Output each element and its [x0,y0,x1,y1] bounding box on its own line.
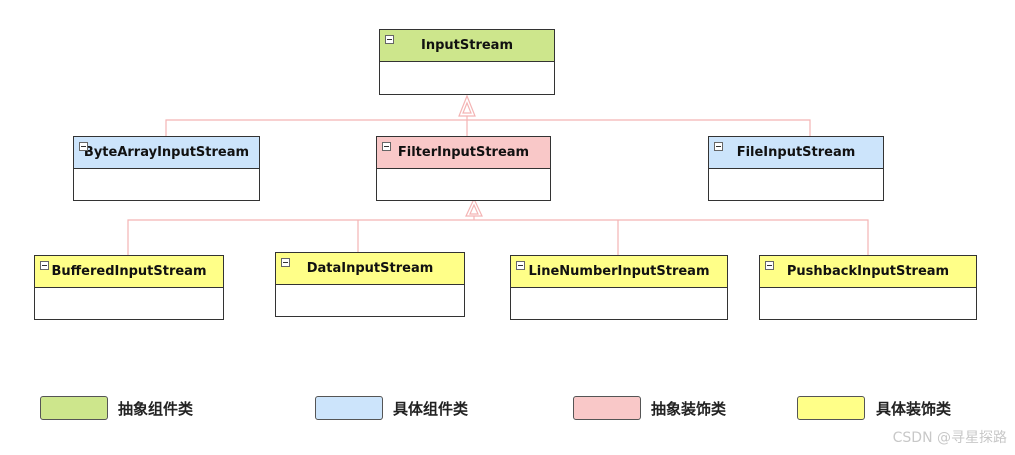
class-header: FileInputStream [709,137,883,169]
collapse-icon[interactable] [516,261,525,270]
class-header: LineNumberInputStream [511,256,727,288]
level1-bus-line [165,119,811,136]
class-box-inputstream[interactable]: InputStream [379,29,555,95]
class-box-filterinputstream[interactable]: FilterInputStream [376,136,551,201]
class-name: InputStream [421,38,513,53]
legend-label-concrete-component: 具体组件类 [393,400,469,418]
class-box-bytearrayinputstream[interactable]: ByteArrayInputStream [73,136,260,201]
class-box-bufferedinputstream[interactable]: BufferedInputStream [34,255,224,320]
legend-label-abstract-decorator: 抽象装饰类 [651,400,727,418]
class-name: DataInputStream [306,261,434,276]
legend-swatch-concrete-decorator [797,396,865,420]
legend-label-concrete-decorator: 具体装饰类 [876,400,952,418]
class-name: FileInputStream [736,145,856,160]
class-box-fileinputstream[interactable]: FileInputStream [708,136,884,201]
inheritance-arrow-mid-inner-icon [469,203,479,215]
class-box-linenumberinputstream[interactable]: LineNumberInputStream [510,255,728,320]
class-name: ByteArrayInputStream [83,145,250,160]
class-header: FilterInputStream [377,137,550,169]
collapse-icon[interactable] [765,261,774,270]
legend-swatch-abstract-component [40,396,108,420]
collapse-icon[interactable] [382,142,391,151]
collapse-icon[interactable] [714,142,723,151]
class-box-pushbackinputstream[interactable]: PushbackInputStream [759,255,977,320]
inheritance-arrow-top-inner-icon [462,101,472,114]
class-header: DataInputStream [276,253,464,285]
class-header: ByteArrayInputStream [74,137,259,169]
class-name: LineNumberInputStream [528,264,710,279]
legend-swatch-abstract-decorator [573,396,641,420]
legend-label-abstract-component: 抽象组件类 [118,400,194,418]
legend-swatch-concrete-component [315,396,383,420]
class-header: PushbackInputStream [760,256,976,288]
class-name: PushbackInputStream [786,264,950,279]
collapse-icon[interactable] [79,142,88,151]
collapse-icon[interactable] [40,261,49,270]
level2-bus-line [127,219,869,255]
class-name: FilterInputStream [397,145,530,160]
watermark: CSDN @寻星探路 [892,430,1007,446]
class-header: InputStream [380,30,554,62]
class-name: BufferedInputStream [51,264,207,279]
class-box-datainputstream[interactable]: DataInputStream [275,252,465,317]
collapse-icon[interactable] [281,258,290,267]
collapse-icon[interactable] [385,35,394,44]
class-header: BufferedInputStream [35,256,223,288]
